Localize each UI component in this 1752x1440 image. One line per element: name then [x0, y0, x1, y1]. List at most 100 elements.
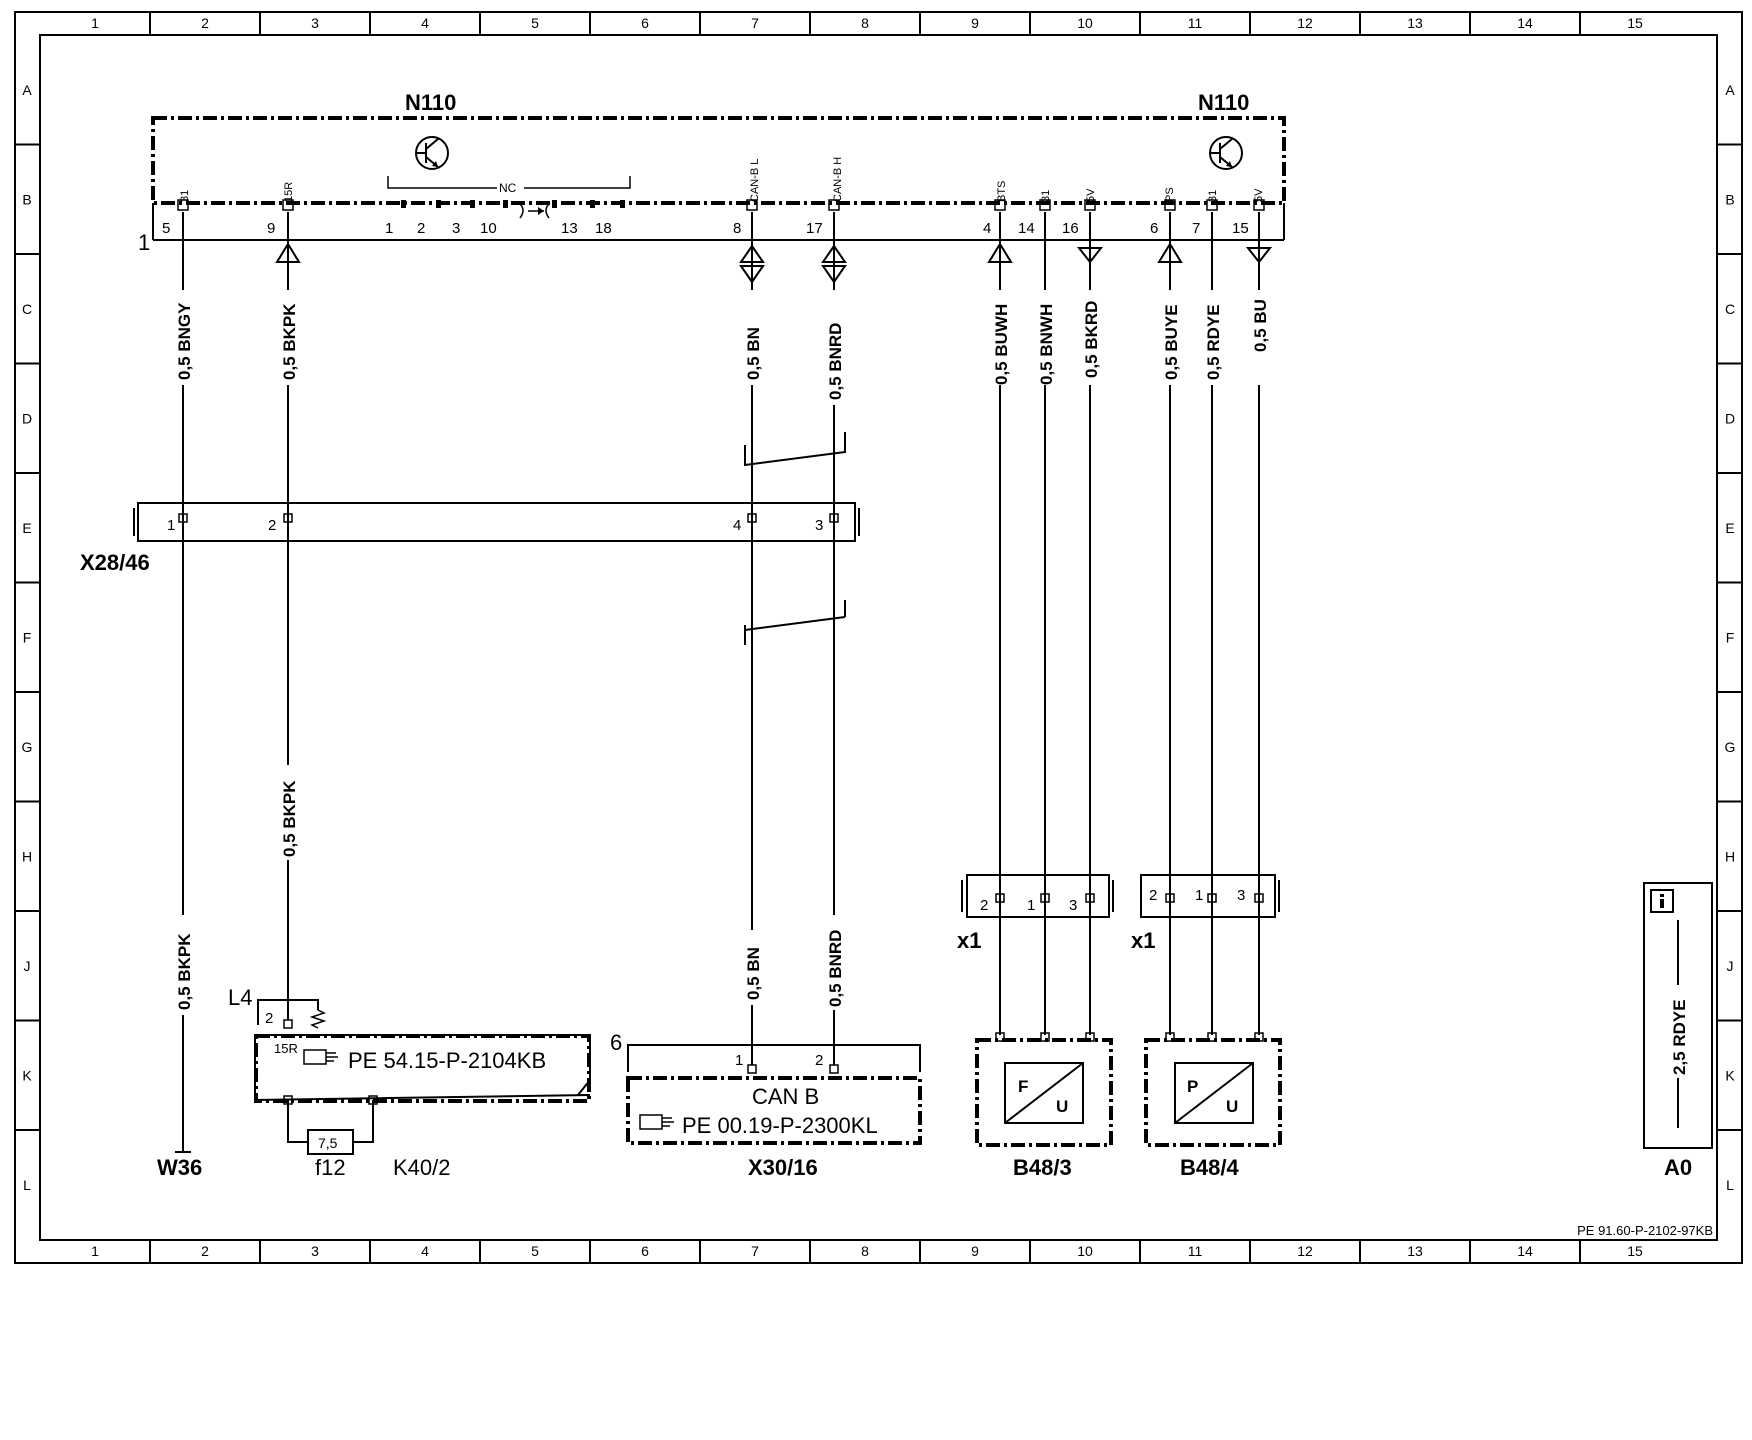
f12-fuse: 7,5 f12	[283, 1095, 378, 1180]
column-label: 3	[311, 15, 319, 31]
k40-2-reference: PE 54.15-P-2104KB	[348, 1048, 546, 1073]
inner-frame	[39, 34, 1718, 1241]
wire-labels-top: 0,5 BNGY 0,5 BKPK 0,5 BN 0,5 BNRD 0,5 BU…	[175, 299, 1270, 400]
row-label: K	[22, 1067, 32, 1083]
svg-text:BTS: BTS	[996, 181, 1008, 202]
row-label: E	[22, 520, 31, 536]
transistor-icon	[415, 136, 449, 170]
row-label: H	[22, 848, 32, 864]
column-label: 6	[641, 15, 649, 31]
b48-3-label: B48/3	[1013, 1155, 1072, 1180]
svg-text:1: 1	[1027, 897, 1035, 914]
svg-text:F: F	[1018, 1077, 1028, 1096]
x1-right-label: x1	[1131, 928, 1155, 953]
svg-text:2: 2	[268, 517, 276, 534]
wires	[175, 212, 1260, 1153]
x28-46-label: X28/46	[80, 550, 150, 575]
a0-label: A0	[1664, 1155, 1692, 1180]
row-label: F	[1726, 629, 1735, 645]
a0-info-box: 2,5 RDYE A0	[1643, 882, 1713, 1180]
svg-text:15: 15	[1232, 220, 1249, 237]
pin-terminal	[282, 199, 294, 211]
svg-text:10: 10	[480, 220, 497, 237]
pin-terminal	[746, 199, 758, 211]
column-label: 12	[1297, 15, 1313, 31]
pin-terminal	[1206, 199, 1218, 211]
wire-label: 0,5 BN	[744, 327, 763, 380]
row-label: J	[1727, 958, 1734, 974]
svg-text:13: 13	[561, 220, 578, 237]
wire-label: 0,5 BNRD	[826, 323, 845, 400]
k40-2-label: K40/2	[393, 1155, 451, 1180]
svg-text:31: 31	[1207, 190, 1219, 202]
transistor-icon	[1209, 136, 1243, 170]
wire-label: 0,5 BN	[744, 947, 763, 1000]
svg-text:2: 2	[815, 1052, 823, 1069]
column-label: 11	[1188, 1243, 1203, 1259]
column-label: 4	[421, 1243, 429, 1259]
svg-text:PS: PS	[1164, 187, 1176, 202]
svg-text:17: 17	[806, 220, 823, 237]
b48-4-sensor: P U B48/4	[1144, 1032, 1282, 1180]
svg-text:3: 3	[1237, 887, 1245, 904]
pin-terminal	[1039, 199, 1051, 211]
row-label: B	[22, 191, 31, 207]
svg-text:1: 1	[385, 220, 393, 237]
wire-label: 0,5 BNGY	[175, 302, 194, 380]
column-label: 2	[201, 1243, 209, 1259]
svg-text:2: 2	[417, 220, 425, 237]
row-label: L	[1726, 1177, 1734, 1193]
svg-text:P: P	[1187, 1077, 1198, 1096]
wire-label: 0,5 BUYE	[1162, 304, 1181, 380]
svg-text:4: 4	[733, 517, 741, 534]
column-label: 5	[531, 1243, 539, 1259]
svg-text:3: 3	[1069, 897, 1077, 914]
n110-box-index: 1	[138, 230, 150, 255]
svg-text:2: 2	[1149, 887, 1157, 904]
column-label: 6	[641, 1243, 649, 1259]
wire-label: 0,5 BKPK	[280, 780, 299, 857]
column-label: 15	[1627, 15, 1643, 31]
pin-terminal	[828, 199, 840, 211]
row-label: F	[23, 629, 32, 645]
svg-text:15R: 15R	[274, 1041, 298, 1056]
row-label: H	[1725, 848, 1735, 864]
column-label: 10	[1077, 15, 1093, 31]
svg-text:7,5: 7,5	[318, 1135, 338, 1151]
n110-pin-terminals	[177, 199, 1265, 211]
column-label: 14	[1517, 1243, 1533, 1259]
column-label: 7	[751, 1243, 759, 1259]
wire-label: 0,5 BKRD	[1082, 301, 1101, 378]
x28-46-connector: 1 2 4 3 X28/46	[80, 502, 860, 575]
svg-text:1: 1	[735, 1052, 743, 1069]
w36-label: W36	[157, 1155, 202, 1180]
column-label: 14	[1517, 15, 1533, 31]
wire-label: 0,5 BNRD	[826, 930, 845, 1007]
n110-pin-numbers: 5 9 1 2 3 10 13 18 8 17 4 14 16 6 7 15	[162, 220, 1249, 237]
svg-text:NC: NC	[499, 181, 517, 195]
b48-4-label: B48/4	[1180, 1155, 1239, 1180]
x1-left-connector: 2 1 3 x1	[957, 874, 1114, 953]
pointing-hand-icon	[303, 1049, 338, 1065]
svg-text:CAN B: CAN B	[752, 1084, 819, 1109]
svg-text:5V: 5V	[1085, 188, 1097, 202]
row-label: G	[1725, 739, 1736, 755]
row-label: C	[1725, 301, 1735, 317]
a0-wire-label: 2,5 RDYE	[1670, 999, 1689, 1075]
svg-text:16: 16	[1062, 220, 1079, 237]
svg-text:3: 3	[452, 220, 460, 237]
svg-text:U: U	[1226, 1097, 1238, 1116]
b48-3-sensor: F U B48/3	[975, 1032, 1113, 1180]
n110-control-unit-box	[151, 116, 1286, 205]
x30-16-reference: PE 00.19-P-2300KL	[682, 1113, 878, 1138]
pin-terminal	[994, 199, 1006, 211]
svg-text:L4: L4	[228, 985, 252, 1010]
column-label: 1	[91, 15, 99, 31]
svg-text:CAN-B L: CAN-B L	[749, 159, 761, 202]
pin-terminal	[177, 199, 189, 211]
pin-terminal	[1084, 199, 1096, 211]
column-label: 9	[971, 1243, 979, 1259]
svg-text:31: 31	[179, 190, 191, 202]
